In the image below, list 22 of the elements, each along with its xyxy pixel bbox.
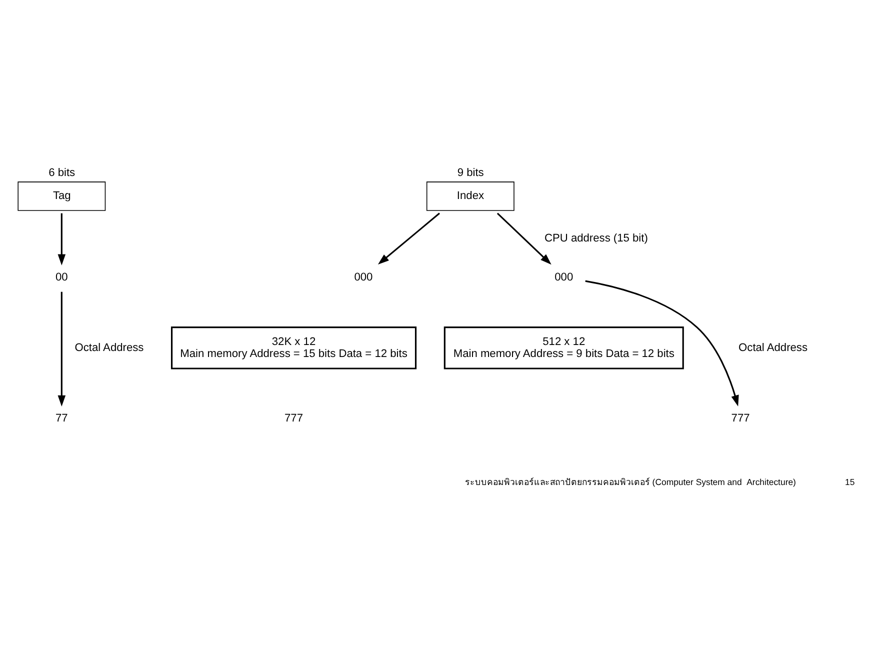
edge-label: CPU address (15 bit): [544, 232, 648, 244]
node-text: 77: [56, 412, 68, 424]
node-box: Index: [426, 181, 514, 210]
arrow: [496, 212, 552, 264]
arrow: [58, 291, 66, 406]
node-text: 000: [554, 270, 574, 283]
node-text: 777: [731, 412, 750, 424]
edge-label: Octal Address: [738, 342, 808, 354]
node-label: 9 bits: [457, 166, 484, 178]
arrow: [58, 212, 66, 265]
node-text: 777: [284, 412, 304, 424]
arrow: [585, 280, 739, 406]
node-label: 6 bits: [48, 166, 76, 178]
node-box: Tag: [18, 181, 106, 210]
node-text: 00: [56, 270, 68, 283]
node-box: 32K x 12 Main memory Address = 15 bits Data = 12 bits: [170, 326, 417, 369]
node-box: 512 x 12 Main memory Address = 9 bits Data = 12 bits: [444, 326, 684, 369]
arrow: [378, 212, 440, 264]
label: 15: [845, 476, 855, 486]
label: ระบบคอมพิวเตอร์และสถาปัตยกรรมคอมพิวเตอร์ (Computer System and Architecture): [464, 476, 796, 486]
node-text: 000: [354, 270, 373, 283]
edge-label: Octal Address: [74, 342, 144, 354]
